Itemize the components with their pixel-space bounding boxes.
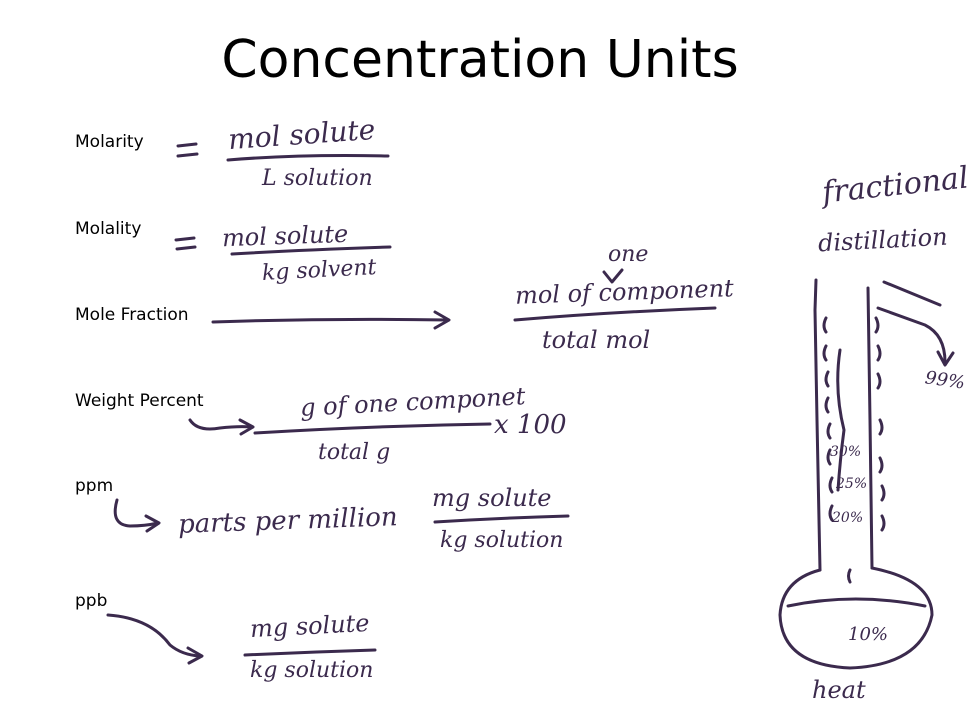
distillation-pct-30: 30% <box>830 444 862 460</box>
molarity-denominator: L solution <box>262 166 373 191</box>
mole-fraction-caret-text: one <box>608 242 649 267</box>
distillation-heat: heat <box>812 676 866 704</box>
label-ppm: ppm <box>75 476 114 496</box>
label-molarity: Molarity <box>75 132 144 152</box>
distillation-pct-20: 20% <box>832 510 864 526</box>
ppm-denominator: kg solution <box>440 528 564 553</box>
label-molality: Molality <box>75 219 142 239</box>
ppm-numerator: mg solute <box>432 484 552 512</box>
distillation-pct-10: 10% <box>848 624 889 645</box>
weight-percent-denominator: total g <box>318 440 391 465</box>
distillation-pct-25: 25% <box>836 476 868 492</box>
label-ppb: ppb <box>75 591 108 611</box>
label-mole-fraction: Mole Fraction <box>75 305 189 325</box>
page-title: Concentration Units <box>221 30 739 90</box>
weight-percent-times: x 100 <box>494 410 567 440</box>
mole-fraction-denominator: total mol <box>542 326 651 354</box>
molality-numerator: mol solute <box>221 219 349 253</box>
label-weight-percent: Weight Percent <box>75 391 204 411</box>
ppb-denominator: kg solution <box>250 658 374 683</box>
